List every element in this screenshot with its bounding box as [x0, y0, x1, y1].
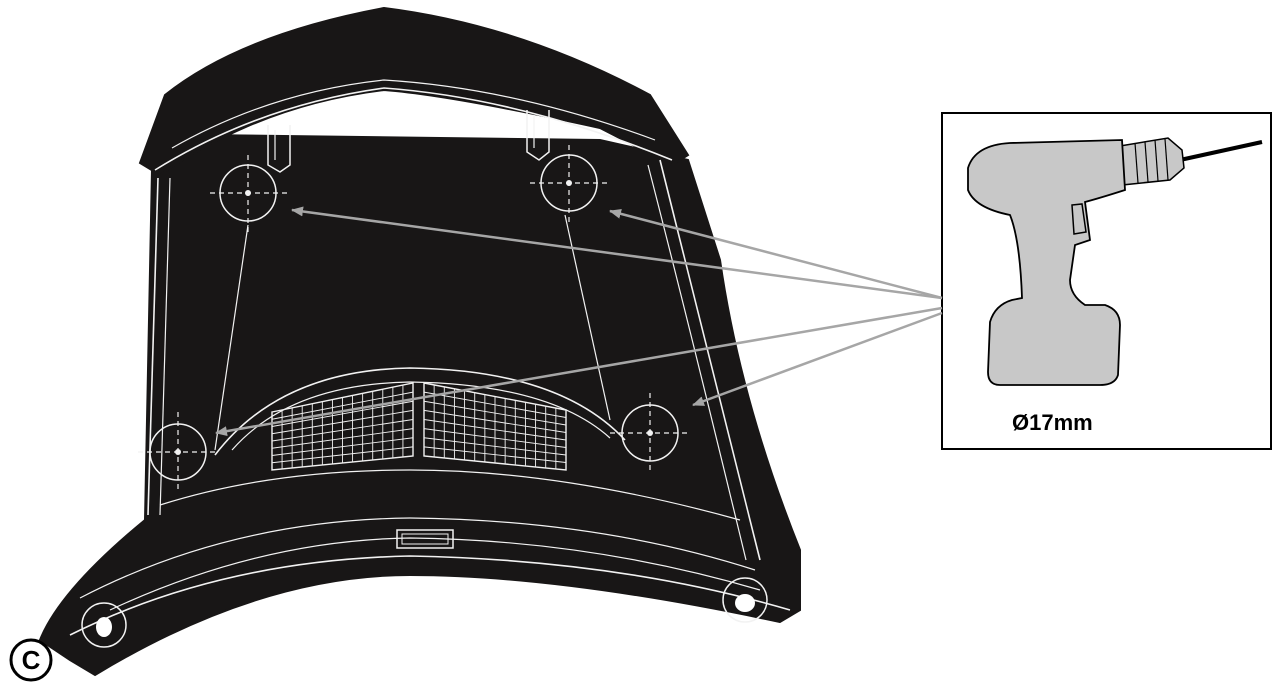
vent-grille-left [271, 382, 414, 471]
step-label-circle [9, 638, 53, 682]
right-pivot-hole [722, 577, 768, 623]
vent-grille-right [423, 382, 567, 471]
step-label: C [9, 638, 53, 682]
arrow-to-top-right [609, 208, 943, 300]
left-pivot-hole [81, 602, 127, 648]
arrow-to-top-left [291, 206, 943, 300]
drill-inset: Ø17mm [941, 112, 1272, 450]
hole-marker-top-left [210, 155, 288, 232]
helmet-shell [38, 6, 801, 677]
drill-hole-size-label: Ø17mm [1012, 410, 1093, 435]
pointer-arrows [215, 206, 943, 437]
step-label-text: C [22, 645, 41, 675]
arrow-to-bottom-right [692, 311, 943, 407]
center-clip [396, 529, 454, 549]
hole-marker-bottom-left [138, 412, 218, 492]
hole-marker-bottom-right [610, 393, 690, 473]
arrow-to-bottom-left [215, 306, 943, 437]
cordless-drill-icon [967, 137, 1263, 386]
helmet-shell-body [38, 133, 801, 677]
hole-marker-top-right [530, 145, 608, 222]
